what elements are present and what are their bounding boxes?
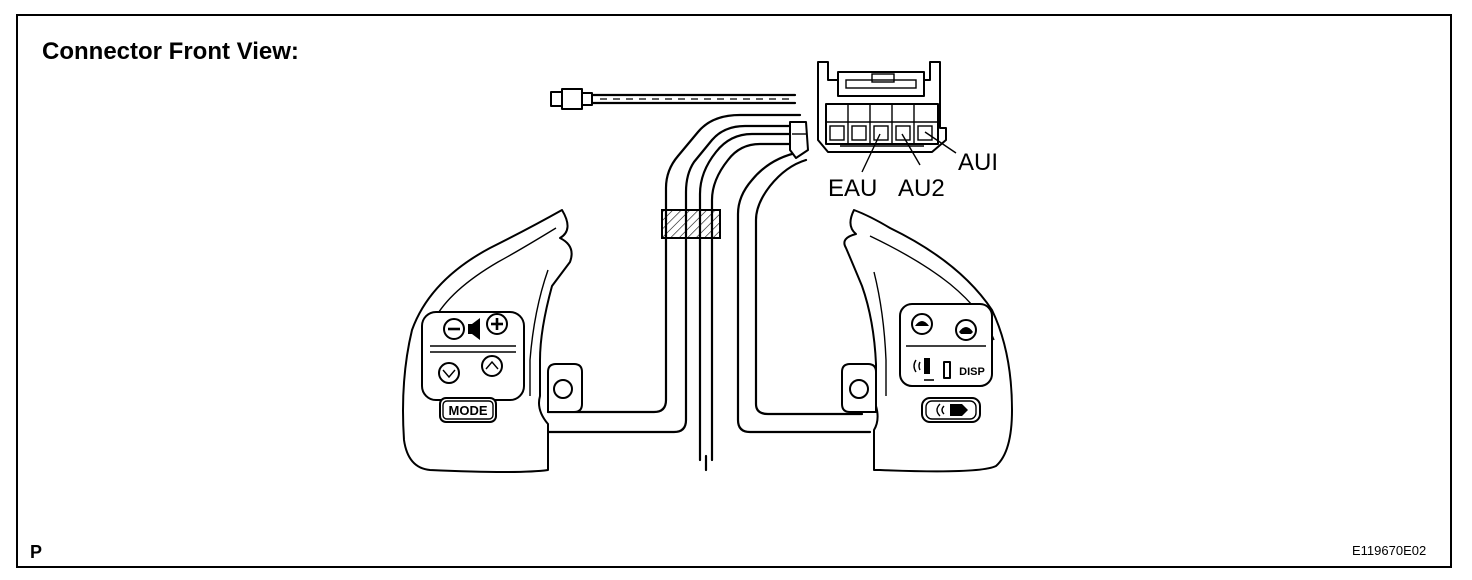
terminal-label-au1: AUI (958, 149, 998, 176)
disp-button-label: DISP (959, 366, 985, 378)
terminal-label-eau: EAU (828, 175, 877, 202)
lead-wire-plug (550, 88, 797, 110)
terminal-label-au2: AU2 (898, 175, 945, 202)
seek-down-button[interactable] (438, 362, 460, 384)
page-title: Connector Front View: (42, 38, 299, 65)
seek-up-button[interactable] (481, 355, 503, 377)
volume-plus-button[interactable] (486, 313, 508, 335)
wire-harness (546, 113, 872, 472)
volume-minus-button[interactable] (443, 318, 465, 340)
left-steering-switch: MODE (402, 209, 583, 473)
voice-command-button[interactable] (921, 397, 981, 423)
phone-hang-up-button[interactable] (911, 313, 933, 335)
mode-button[interactable] (439, 397, 497, 423)
terminal-leaders (861, 131, 957, 173)
speaker-icon (468, 318, 480, 340)
connector-housing (817, 61, 947, 153)
figure-code: E119670E02 (1352, 543, 1427, 558)
right-steering-switch: DISP (841, 209, 1013, 473)
mode-button-label: MODE (449, 403, 488, 418)
voice-talk-icon[interactable] (913, 358, 934, 381)
divider-icon (943, 361, 951, 379)
phone-off-hook-button[interactable] (955, 319, 977, 341)
figure-frame (16, 14, 1452, 568)
section-mark: P (30, 542, 43, 562)
